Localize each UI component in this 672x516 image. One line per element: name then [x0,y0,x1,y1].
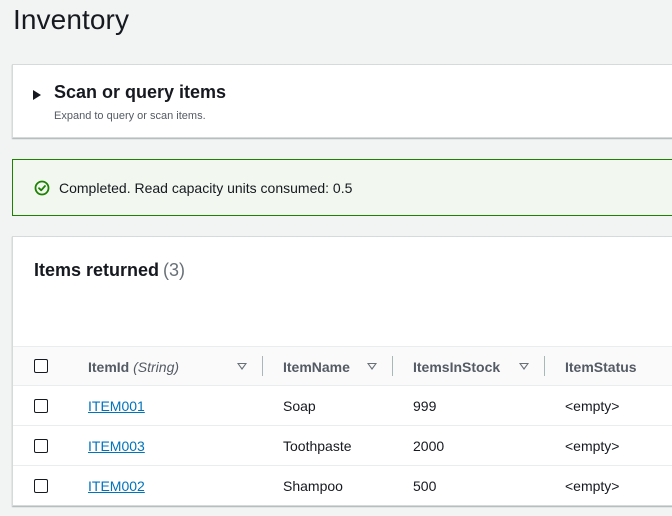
items-in-stock-cell: 999 [413,398,437,414]
alert-message: Completed. Read capacity units consumed:… [59,180,353,196]
items-returned-heading: Items returned(3) [34,260,185,281]
column-resizer[interactable] [544,356,545,376]
page-title: Inventory [13,4,130,35]
column-header-itemstatus[interactable]: ItemStatus [565,359,637,375]
item-name-cell: Soap [283,398,316,414]
item-name-cell: Shampoo [283,478,343,494]
table-row: ITEM002 Shampoo 500 <empty> [13,466,672,506]
item-status-cell: <empty> [565,398,620,414]
items-in-stock-cell: 2000 [413,438,445,454]
item-id-link[interactable]: ITEM003 [88,438,145,454]
column-header-itemname[interactable]: ItemName [283,359,350,375]
items-returned-count: (3) [163,260,186,280]
table-row: ITEM001 Soap 999 <empty> [13,386,672,426]
column-header-itemsinstock[interactable]: ItemsInStock [413,359,501,375]
success-alert: Completed. Read capacity units consumed:… [12,159,672,216]
column-header-itemid-type: (String) [133,359,180,375]
sort-itemname-icon[interactable] [367,363,377,370]
items-in-stock-cell: 500 [413,478,437,494]
row-checkbox[interactable] [34,399,48,413]
sort-itemsinstock-icon[interactable] [519,363,529,370]
row-checkbox[interactable] [34,439,48,453]
item-status-cell: <empty> [565,478,620,494]
scan-query-title[interactable]: Scan or query items [54,82,227,102]
column-header-itemid-label: ItemId [88,359,130,375]
items-returned-panel: Items returned(3) ItemId (String) ItemNa… [12,236,672,506]
scan-query-description: Expand to query or scan items. [54,110,206,122]
item-name-cell: Toothpaste [283,438,352,454]
scan-query-expander[interactable]: Scan or query items Expand to query or s… [12,64,672,138]
column-resizer[interactable] [262,356,263,376]
item-id-link[interactable]: ITEM001 [88,398,145,414]
column-header-itemid[interactable]: ItemId (String) [88,359,179,375]
select-all-checkbox[interactable] [34,359,48,373]
items-returned-title: Items returned [34,260,160,280]
check-circle-icon [34,180,50,196]
table-row: ITEM003 Toothpaste 2000 <empty> [13,426,672,466]
row-checkbox[interactable] [34,479,48,493]
sort-itemid-icon[interactable] [237,363,247,370]
caret-right-icon[interactable] [33,90,41,100]
item-id-link[interactable]: ITEM002 [88,478,145,494]
item-status-cell: <empty> [565,438,620,454]
table-header: ItemId (String) ItemName ItemsInStock It… [13,346,672,386]
column-resizer[interactable] [392,356,393,376]
